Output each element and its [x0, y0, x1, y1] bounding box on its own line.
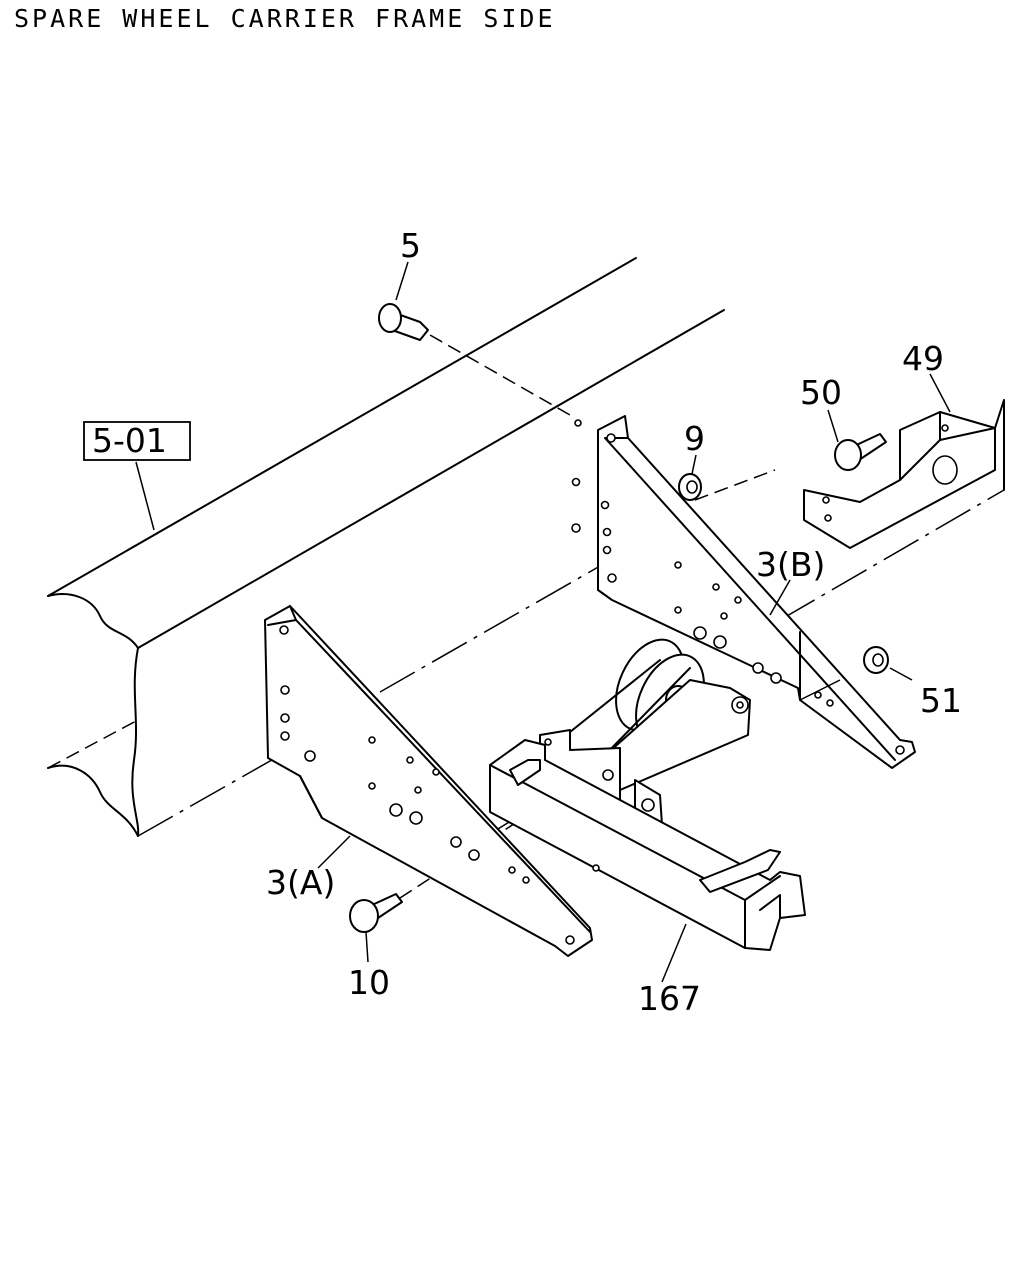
- bracket-3b: [571, 415, 916, 769]
- nut-51-label: 51: [920, 681, 962, 720]
- bolt-50-label-leader: [827, 409, 839, 443]
- bracket-b-label: 3(B): [756, 545, 825, 584]
- cover-49-label-leader: [929, 373, 951, 413]
- nut-51: [863, 646, 889, 674]
- frame-ref-box: [83, 421, 191, 461]
- frame-ref-leader: [135, 461, 155, 531]
- frame-rail: [47, 257, 725, 837]
- nut-51-label-leader: [889, 667, 913, 681]
- carrier-167: [489, 739, 806, 951]
- bolt-10: [349, 893, 403, 933]
- nut-9: [678, 473, 702, 501]
- bolt-10-label-leader: [365, 931, 369, 963]
- bolt-50: [834, 433, 887, 471]
- nut-9-leader: [694, 469, 776, 501]
- cover-leader: [779, 489, 1005, 621]
- nut-51-pointer: [799, 679, 841, 701]
- bolt-5-label-leader: [395, 261, 409, 301]
- frame-ref-label: 5-01: [92, 421, 167, 460]
- nut-9-label: 9: [684, 419, 705, 458]
- cover-49-label: 49: [902, 339, 944, 378]
- bolt-5-leader: [429, 334, 571, 416]
- diagram-title: SPARE WHEEL CARRIER FRAME SIDE: [14, 4, 556, 33]
- carrier-167-label-leader: [661, 923, 687, 983]
- cover-49: [803, 399, 1005, 549]
- bracket-a-label-leader: [317, 835, 351, 869]
- carrier-167-label: 167: [638, 979, 701, 1018]
- bolt-5-label: 5: [400, 226, 421, 265]
- bolt-5: [378, 303, 429, 341]
- bolt-50-label: 50: [800, 373, 842, 412]
- bracket-3a: [264, 605, 593, 957]
- bracket-a-label: 3(A): [266, 863, 335, 902]
- bolt-10-label: 10: [348, 963, 390, 1002]
- bracket-b-label-leader: [769, 579, 791, 616]
- nut-9-label-leader: [691, 454, 697, 475]
- frame-hole-marker: [574, 419, 582, 427]
